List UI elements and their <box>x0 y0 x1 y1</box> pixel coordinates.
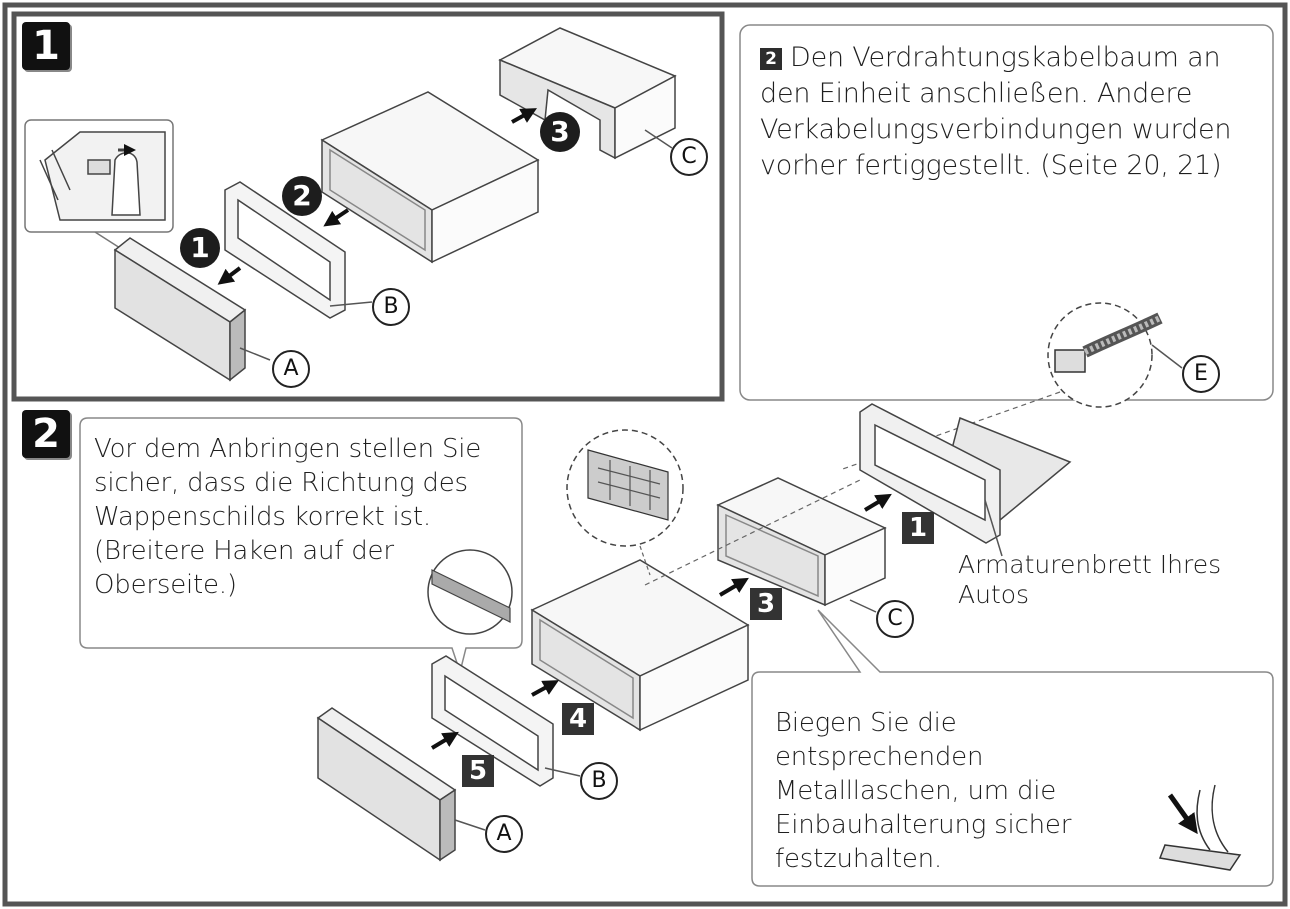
step-bottom-1: 1 <box>902 512 934 544</box>
tab-bend-icon <box>1158 784 1242 871</box>
arrow-insert-unit <box>718 577 749 597</box>
step-bottom-4: 4 <box>562 703 594 735</box>
arrow-insert-frame <box>531 680 560 697</box>
note-wiring-box <box>739 24 1274 401</box>
hook-detail-icon <box>587 449 669 521</box>
note-emblem-box <box>79 417 523 675</box>
step-bottom-3: 3 <box>750 588 782 620</box>
label-b-top: B <box>372 288 410 326</box>
step-top-3: 3 <box>540 112 580 152</box>
arrow-insert-sleeve <box>863 493 892 512</box>
head-unit-bottom <box>530 559 750 732</box>
label-a-bottom: A <box>485 815 523 853</box>
step-bottom-5: 5 <box>462 755 494 787</box>
label-e: E <box>1182 355 1220 393</box>
note-wiring-badge: 2 <box>760 48 782 70</box>
note-emblem-text: Vor dem Anbringen stellen Sie sicher, da… <box>94 434 482 600</box>
label-c-bottom: C <box>876 600 914 638</box>
arrow-remove-frame <box>323 208 350 227</box>
label-c-top: C <box>670 138 708 176</box>
step-top-1: 1 <box>180 228 220 268</box>
emblem-hook-icon <box>431 569 511 623</box>
connector-e-icon <box>1054 312 1163 373</box>
car-dashboard <box>859 403 1072 544</box>
step-top-2: 2 <box>282 176 322 216</box>
dashboard-label: Armaturenbrett Ihres Autos <box>958 550 1222 609</box>
note-wiring-text: Den Verdrahtungskabelbaum an den Einheit… <box>760 42 1232 181</box>
arrow-remove-faceplate <box>217 266 242 285</box>
mount-sleeve-c-top <box>498 27 677 160</box>
mount-sleeve-c-bottom <box>716 477 887 607</box>
faceplate-a-bottom <box>316 707 457 862</box>
faceplate-a-top <box>113 237 247 382</box>
finger-icon <box>39 131 166 221</box>
step1-badge: 1 <box>22 22 70 70</box>
step2-badge: 2 <box>22 410 70 458</box>
note-tabs-box <box>751 609 1274 887</box>
trim-frame-b-bottom <box>431 655 554 787</box>
note-tabs-text: Biegen Sie die entsprechenden Metalllasc… <box>775 708 1072 874</box>
arrow-remove-sleeve <box>511 108 537 124</box>
head-unit-top <box>320 91 540 264</box>
label-b-bottom: B <box>580 762 618 800</box>
trim-frame-b-top <box>224 181 346 319</box>
label-a-top: A <box>272 350 310 388</box>
panel-step1 <box>11 11 725 402</box>
arrow-insert-faceplate <box>430 731 459 750</box>
